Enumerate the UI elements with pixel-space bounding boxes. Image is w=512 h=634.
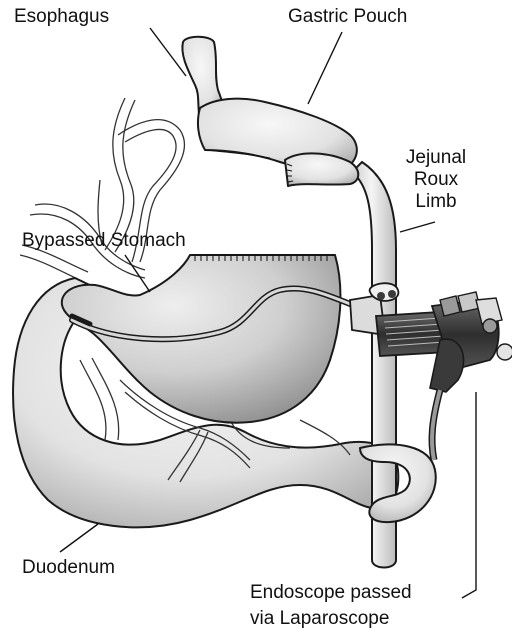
label-endoscope-line1: Endoscope passed xyxy=(250,582,412,604)
label-limb: Limb xyxy=(396,191,476,213)
label-jejunal: Jejunal xyxy=(396,147,476,169)
leader-duodenum xyxy=(60,524,98,552)
leader-endoscope xyxy=(462,392,476,598)
label-jejunal-roux-limb: Jejunal Roux Limb xyxy=(396,147,476,213)
label-endoscope-line2: via Laparoscope xyxy=(250,608,389,630)
gastric-pouch xyxy=(198,99,358,186)
label-duodenum: Duodenum xyxy=(22,557,115,579)
label-esophagus: Esophagus xyxy=(14,6,109,28)
blood-vessels-upper xyxy=(20,98,184,282)
label-bypassed-stomach: Bypassed Stomach xyxy=(22,230,186,252)
label-roux: Roux xyxy=(396,169,476,191)
leader-esophagus xyxy=(150,28,186,76)
leader-roux-limb xyxy=(400,222,435,232)
label-gastric-pouch: Gastric Pouch xyxy=(288,6,407,28)
leader-gastric-pouch xyxy=(308,32,342,104)
